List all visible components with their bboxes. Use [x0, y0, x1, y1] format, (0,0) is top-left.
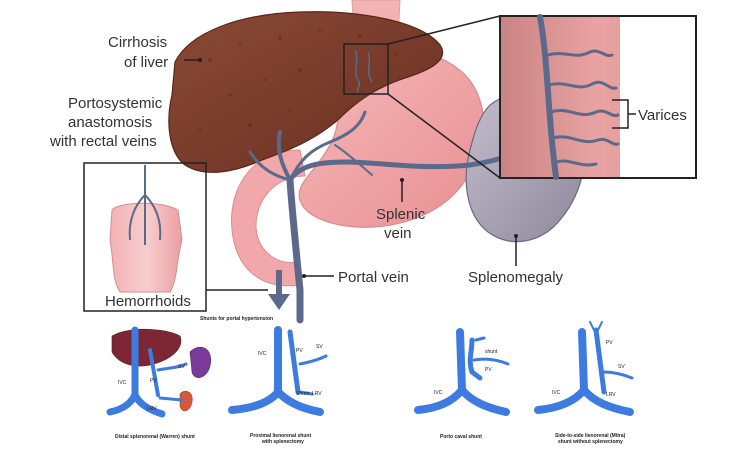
rectal-veins [128, 165, 162, 245]
panel1-spleen [189, 346, 211, 378]
panel2-sv: SV [316, 344, 323, 350]
callout-connector-bottom [387, 93, 501, 179]
small-varices [354, 49, 373, 93]
panel3-shunt: shunt [485, 349, 498, 355]
panel2-caption-line2: with splenectomy [261, 439, 304, 445]
panel2-lrv: LRV [312, 391, 322, 397]
shunt-panel-proximal-lienorenal: IVC PV SV Shunt LRV Proximal lienorenal … [228, 326, 328, 445]
panel1-caption: Distal splenorenal (Warren) shunt [115, 434, 195, 440]
panel4-caption-line1: Side-to-side lienorenal (Mitra) [555, 433, 626, 439]
panel1-pv: PV [150, 378, 157, 384]
down-arrow [268, 270, 290, 310]
splenic-vein-label-line2: vein [384, 225, 412, 242]
portosystemic-label-line1: Portosystemic [68, 95, 163, 112]
shunts-title: Shunts for portal hypertension [200, 316, 273, 322]
panel1-lrv: LRV [147, 406, 157, 412]
varices-bracket [612, 99, 636, 129]
panel2-pv: PV [296, 348, 303, 354]
hemorrhoids-box [83, 162, 207, 312]
splenomegaly-label: Splenomegaly [468, 269, 564, 286]
panel4-lrv: LRV [606, 392, 616, 398]
panel1-ivc: IVC [118, 380, 127, 386]
zoom-varices-veins [537, 14, 620, 180]
panel1-kidney [179, 390, 193, 412]
panel4-sv: SV [618, 364, 625, 370]
cirrhosis-leader-dot [198, 58, 202, 62]
cirrhosis-label-line1: Cirrhosis [108, 34, 167, 51]
shunt-panel-mitra: PV SV IVC LRV Side-to-side lienorenal (M… [534, 321, 634, 445]
panel4-pv: PV [606, 340, 613, 346]
portal-vein-leader-dot [302, 274, 306, 278]
panel4-ivc: IVC [552, 390, 561, 396]
splenic-vein-leader-dot [400, 178, 404, 182]
panel3-ivc: IVC [434, 390, 443, 396]
panel2-caption-line1: Proximal lienorenal shunt [250, 433, 311, 439]
shunt-panel-warren: IVC PV SV LRV Distal splenorenal (Warren… [106, 326, 211, 440]
callout-connector-top [387, 15, 501, 45]
panel1-sv: SV [178, 364, 185, 370]
portal-vein-label: Portal vein [338, 269, 409, 286]
rectum [109, 202, 183, 293]
portosystemic-label-line2: anastomosis [68, 114, 152, 131]
panel4-caption-line2: shunt without splenectomy [558, 439, 623, 445]
panel3-caption: Porto caval shunt [440, 434, 482, 440]
shunt-panel-portocaval: shunt PV IVC Porto caval shunt [414, 328, 510, 440]
zoom-box-blank [620, 17, 695, 177]
liver-texture [198, 28, 397, 132]
splenomegaly-leader-dot [514, 234, 518, 238]
liver [168, 11, 444, 173]
splenic-vein-label-line1: Splenic [376, 206, 426, 223]
panel2-ivc: IVC [258, 351, 267, 357]
panel2-shunt: Shunt [296, 391, 310, 397]
portosystemic-label-line3: with rectal veins [49, 133, 157, 150]
varices-label: Varices [638, 107, 687, 124]
cirrhosis-label-line2: of liver [124, 54, 168, 71]
panel3-pv: PV [485, 367, 492, 373]
panel1-liver [111, 328, 182, 367]
varices-callout-box [343, 43, 389, 95]
hemorrhoids-label: Hemorrhoids [105, 293, 191, 310]
